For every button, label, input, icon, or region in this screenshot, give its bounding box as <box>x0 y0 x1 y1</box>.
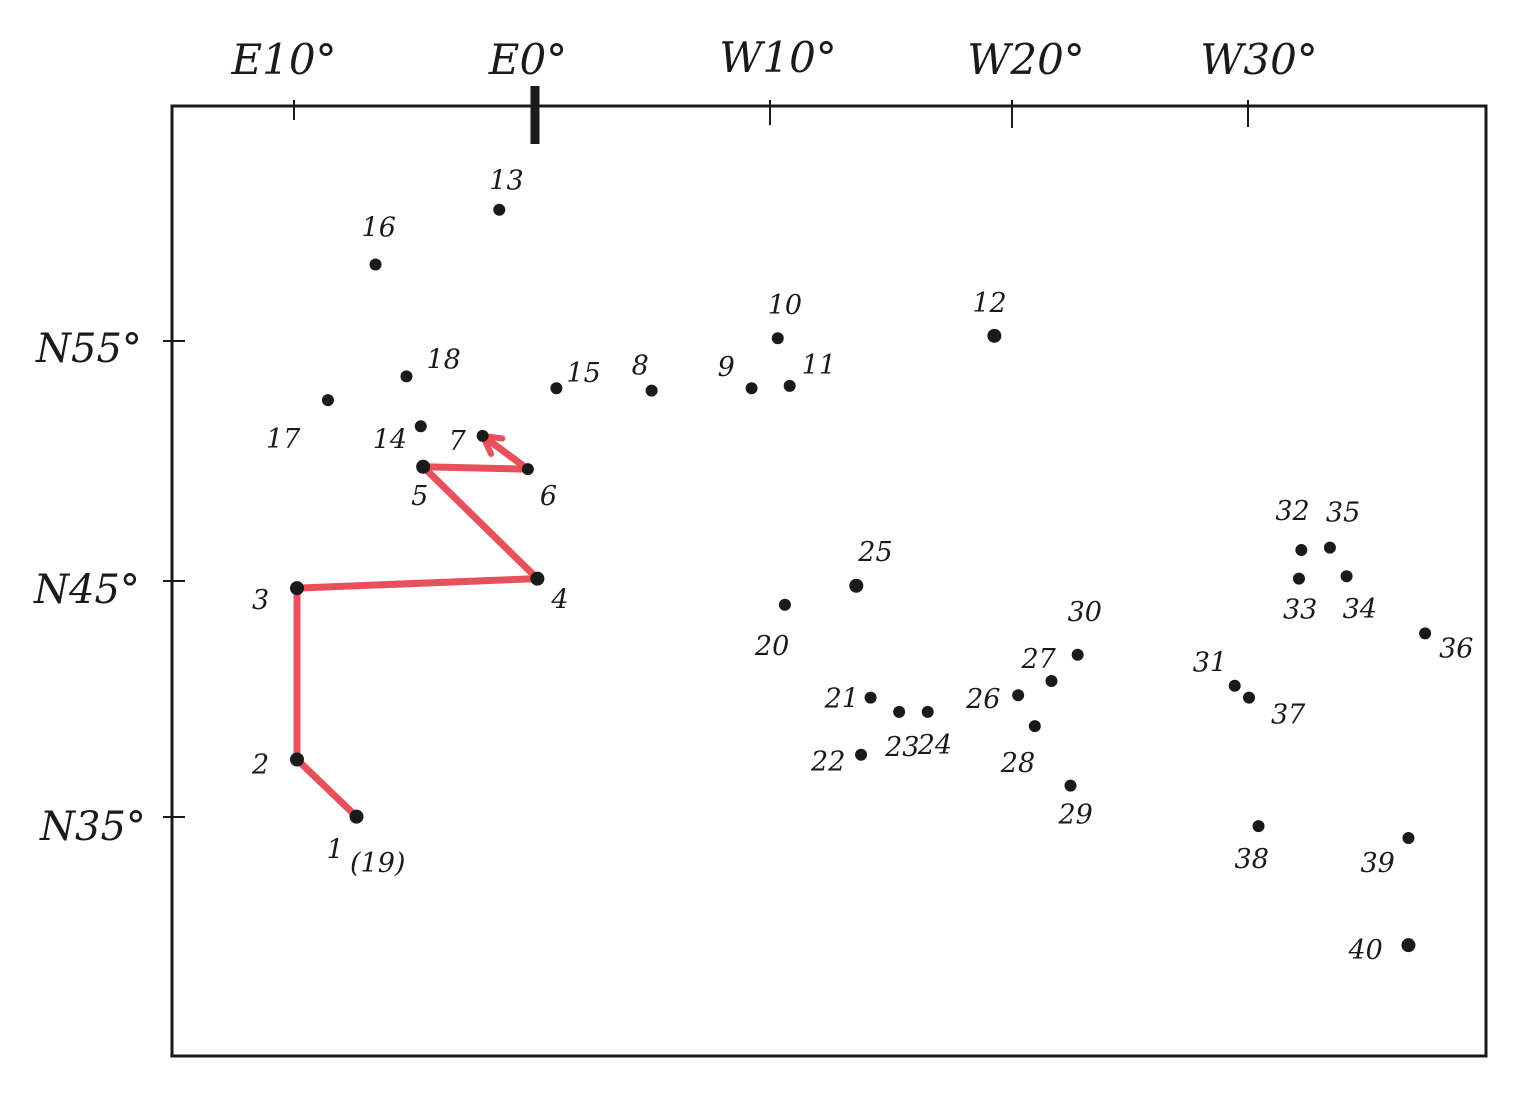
position-point-18 <box>400 370 413 383</box>
position-label-32: 32 <box>1275 496 1309 527</box>
position-label-27: 27 <box>1020 644 1056 675</box>
position-label-35: 35 <box>1326 498 1360 529</box>
position-point-27 <box>1045 674 1058 687</box>
route-segment <box>479 432 532 473</box>
route-segment <box>419 463 532 473</box>
position-point-9 <box>745 382 758 395</box>
position-label-11: 11 <box>802 350 836 381</box>
position-label-1: 1 <box>327 835 344 866</box>
lon-label-w30: W30° <box>1200 35 1318 84</box>
position-label-20: 20 <box>754 631 789 662</box>
annotation-repeat-label: (19) <box>350 848 405 879</box>
position-point-16 <box>369 258 382 271</box>
position-point-33 <box>1292 572 1305 585</box>
position-point-40 <box>1401 938 1416 953</box>
lon-label-w20: W20° <box>967 35 1085 84</box>
position-label-14: 14 <box>373 424 407 455</box>
position-point-2 <box>290 752 304 767</box>
position-point-3 <box>290 581 304 596</box>
position-label-25: 25 <box>857 537 892 568</box>
position-label-4: 4 <box>550 585 568 616</box>
position-label-7: 7 <box>449 426 467 457</box>
position-label-40: 40 <box>1347 935 1382 966</box>
position-label-37: 37 <box>1271 700 1306 731</box>
position-label-22: 22 <box>810 747 845 778</box>
position-point-11 <box>783 379 796 392</box>
position-label-36: 36 <box>1439 633 1473 664</box>
lon-label-e0: E0° <box>488 35 567 84</box>
position-label-10: 10 <box>768 290 802 321</box>
position-label-34: 34 <box>1343 594 1377 625</box>
position-point-36 <box>1419 627 1432 640</box>
longitude-axis: E10° E0° W10° W20° W30° <box>230 33 1318 144</box>
position-label-15: 15 <box>566 358 600 389</box>
position-point-8 <box>645 384 658 397</box>
lat-label-n35: N35° <box>39 804 146 850</box>
position-label-9: 9 <box>718 352 735 383</box>
position-point-29 <box>1064 779 1077 792</box>
position-label-2: 2 <box>251 750 269 781</box>
position-label-29: 29 <box>1058 800 1093 831</box>
position-point-20 <box>778 598 791 611</box>
position-point-23 <box>893 705 906 718</box>
position-label-26: 26 <box>965 684 1000 715</box>
position-point-7 <box>476 429 489 442</box>
position-point-35 <box>1323 541 1336 554</box>
position-label-24: 24 <box>917 730 952 761</box>
position-point-5 <box>416 459 431 474</box>
position-label-5: 5 <box>411 481 428 512</box>
position-point-31 <box>1228 679 1241 692</box>
position-label-12: 12 <box>972 288 1006 319</box>
position-label-31: 31 <box>1193 648 1227 679</box>
position-point-12 <box>987 328 1002 343</box>
position-point-10 <box>771 332 784 345</box>
position-label-23: 23 <box>884 732 919 763</box>
position-label-18: 18 <box>426 344 460 375</box>
position-point-34 <box>1340 570 1353 583</box>
route-segment <box>293 756 360 821</box>
position-point-26 <box>1012 689 1025 702</box>
position-point-4 <box>530 571 545 586</box>
position-label-6: 6 <box>540 481 557 512</box>
position-label-30: 30 <box>1068 597 1102 628</box>
position-label-16: 16 <box>362 212 396 243</box>
route-path <box>293 432 541 821</box>
position-point-17 <box>321 394 334 407</box>
lon-label-e10: E10° <box>230 35 336 84</box>
position-point-1 <box>349 809 364 824</box>
position-label-17: 17 <box>266 424 301 455</box>
position-point-6 <box>521 463 534 476</box>
lat-label-n55: N55° <box>35 326 142 372</box>
position-point-13 <box>493 203 506 216</box>
position-points <box>290 203 1432 953</box>
position-label-8: 8 <box>632 351 649 382</box>
position-point-14 <box>414 420 427 433</box>
position-label-38: 38 <box>1235 844 1269 875</box>
route-segment <box>293 575 541 592</box>
position-label-21: 21 <box>824 684 859 715</box>
position-point-32 <box>1295 544 1308 557</box>
position-label-33: 33 <box>1283 595 1317 626</box>
position-point-25 <box>849 578 864 593</box>
position-label-13: 13 <box>489 166 523 197</box>
position-point-22 <box>855 748 868 761</box>
position-label-3: 3 <box>252 585 269 616</box>
lat-label-n45: N45° <box>33 567 140 613</box>
position-label-39: 39 <box>1360 848 1394 879</box>
position-point-39 <box>1402 832 1415 845</box>
route-segment <box>419 463 541 583</box>
latitude-axis: N55° N45° N35° <box>33 326 185 850</box>
position-point-24 <box>921 705 934 718</box>
position-point-30 <box>1071 648 1084 661</box>
position-label-28: 28 <box>1000 748 1035 779</box>
position-point-28 <box>1028 720 1041 733</box>
position-point-37 <box>1243 691 1255 704</box>
lon-label-w10: W10° <box>719 33 837 82</box>
position-point-38 <box>1252 820 1265 833</box>
position-point-15 <box>550 382 563 395</box>
position-point-21 <box>864 691 877 704</box>
